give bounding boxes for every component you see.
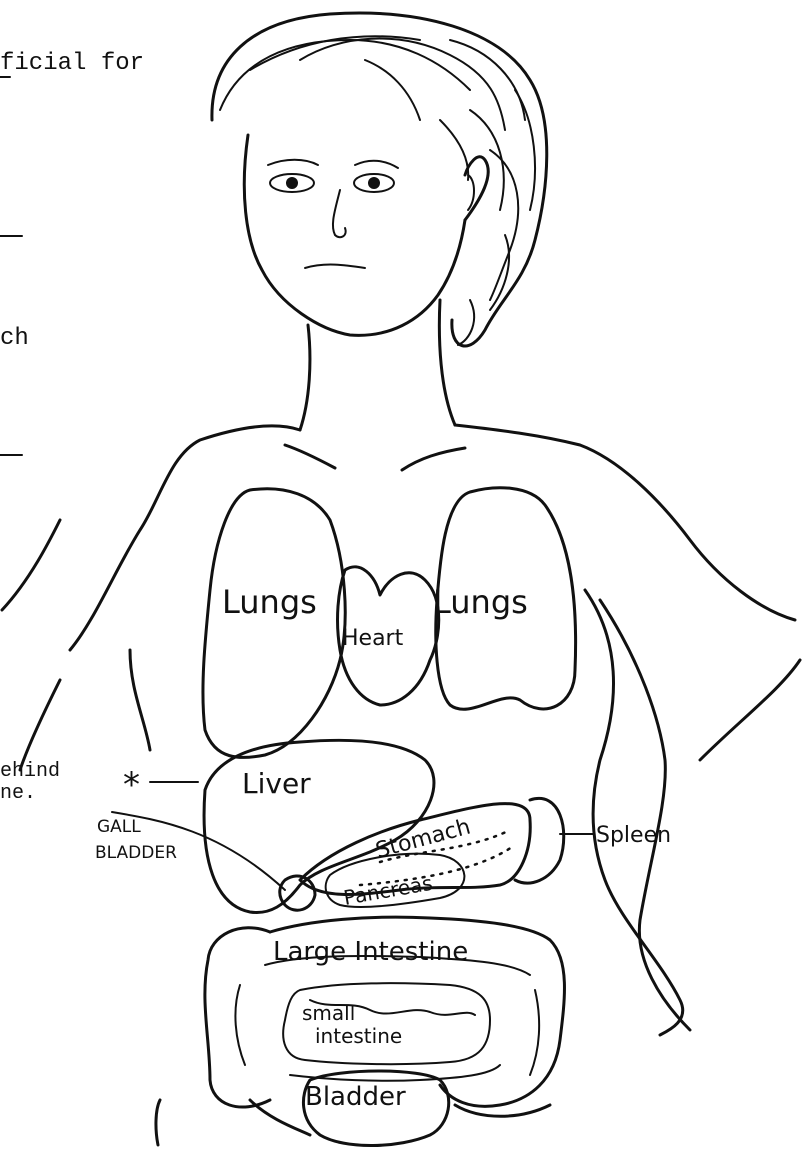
lungs-left-label: Lungs — [222, 583, 317, 621]
heart-label: Heart — [342, 626, 404, 651]
pancreas-label: Pancreas — [342, 871, 435, 910]
asterisk-label: * — [123, 765, 140, 805]
large-intestine-inner — [530, 990, 539, 1075]
large-intestine-label: Large Intestine — [273, 937, 468, 967]
bladder-gall-label: BLADDER — [95, 843, 177, 863]
bladder-label: Bladder — [305, 1082, 406, 1112]
small-label: small — [302, 1001, 355, 1025]
gall-bladder — [280, 876, 315, 910]
spleen-label: Spleen — [596, 823, 671, 848]
lungs — [203, 488, 576, 758]
lungs-right-label: Lungs — [433, 583, 528, 621]
facial-features — [268, 160, 398, 268]
face — [244, 135, 488, 430]
gall-label: GALL — [97, 817, 141, 837]
liver-label: Liver — [242, 767, 311, 800]
large-intestine — [205, 928, 270, 1107]
stomach-label: Stomach — [373, 815, 473, 864]
intestine-label: intestine — [315, 1024, 402, 1048]
spleen-shape — [515, 798, 564, 883]
large-intestine-inner — [235, 985, 245, 1065]
hair — [212, 13, 547, 346]
bladder-outline — [455, 1105, 550, 1116]
